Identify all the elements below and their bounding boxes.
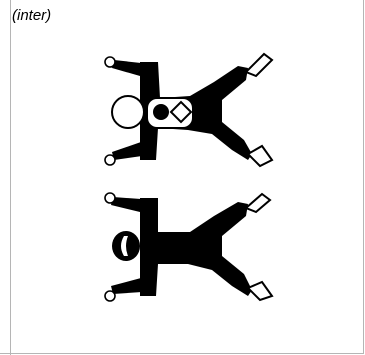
lower-fig-upper-foot (246, 194, 270, 212)
lower-fig-lower-foot (248, 282, 272, 300)
lower-torso (140, 198, 252, 296)
upper-left-arm (112, 60, 141, 76)
upper-right-foot (246, 54, 272, 76)
lower-left-arm (112, 142, 142, 160)
lower-fig-lower-left-hand (105, 291, 115, 301)
lower-figure (105, 193, 272, 301)
chest-dot (153, 104, 169, 120)
lower-right-foot (248, 146, 272, 166)
upper-left-hand (105, 57, 115, 67)
upper-figure (105, 54, 272, 166)
lower-left-hand (105, 155, 115, 165)
upper-head (112, 96, 144, 128)
lower-fig-upper-left-hand (105, 193, 115, 203)
lower-fig-lower-left-arm (111, 278, 142, 294)
